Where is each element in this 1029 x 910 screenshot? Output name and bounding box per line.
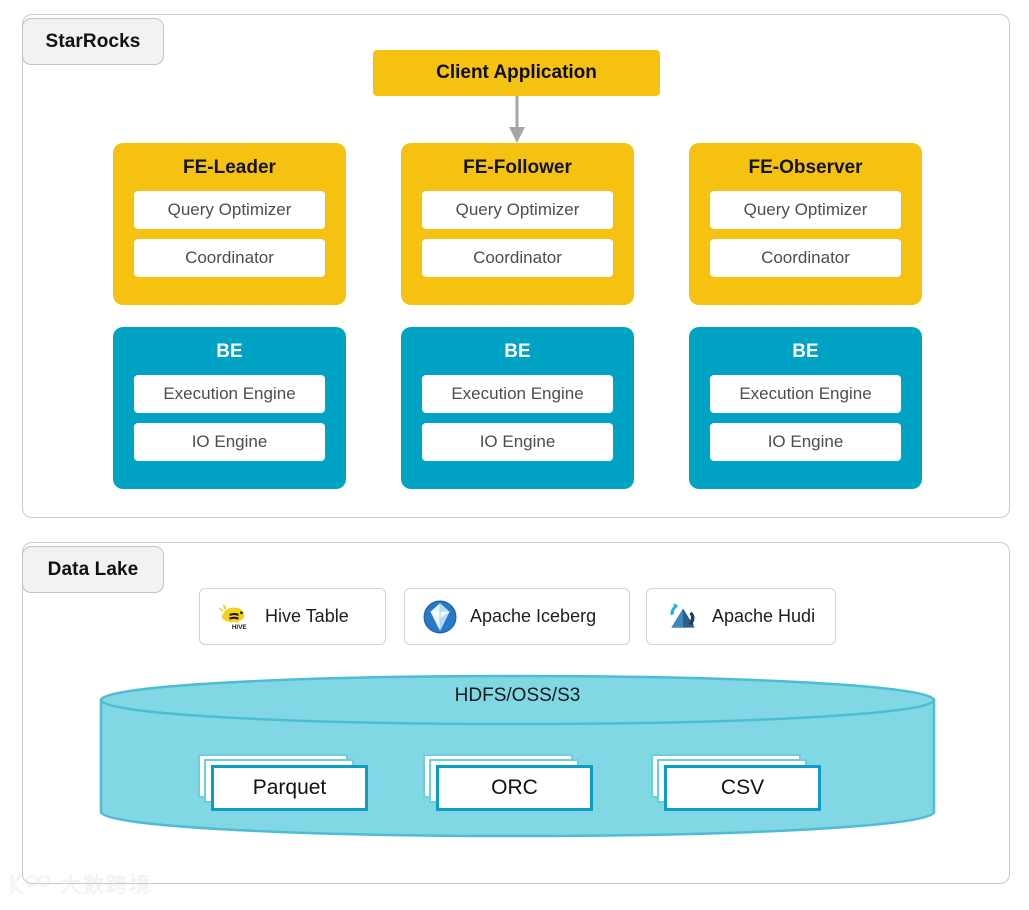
node-title: BE [216, 341, 243, 362]
apache-hudi-chip: Apache Hudi [646, 588, 836, 645]
starrocks-panel-label: StarRocks [22, 18, 164, 65]
orc-file-stack: ORC [423, 754, 593, 811]
execution-engine-card: Execution Engine [134, 375, 325, 413]
node-title: FE-Observer [748, 157, 863, 178]
coordinator-card: Coordinator [422, 239, 613, 277]
orc-file-box: ORC [436, 765, 593, 811]
query-optimizer-card: Query Optimizer [422, 191, 613, 229]
query-optimizer-card: Query Optimizer [134, 191, 325, 229]
chip-label: Apache Iceberg [470, 606, 597, 626]
node-title: BE [792, 341, 819, 362]
fe-follower-node: FE-Follower Query Optimizer Coordinator [401, 143, 634, 305]
svg-text:HIVE: HIVE [232, 624, 247, 631]
watermark: 大数跨境 [8, 869, 152, 899]
hive-table-chip: HIVE Hive Table [199, 588, 386, 645]
node-title: BE [504, 341, 531, 362]
parquet-file-stack: Parquet [198, 754, 368, 811]
hive-logo-icon: HIVE [218, 603, 247, 631]
fe-leader-node: FE-Leader Query Optimizer Coordinator [113, 143, 346, 305]
iceberg-logo-icon [423, 600, 457, 633]
coordinator-card: Coordinator [134, 239, 325, 277]
k100-logo-icon [10, 872, 51, 896]
execution-engine-card: Execution Engine [422, 375, 613, 413]
datalake-panel-label: Data Lake [22, 546, 164, 593]
storage-label: HDFS/OSS/S3 [454, 685, 581, 706]
query-optimizer-card: Query Optimizer [710, 191, 901, 229]
apache-iceberg-chip: Apache Iceberg [404, 588, 630, 645]
down-arrow-icon [505, 96, 529, 144]
coordinator-card: Coordinator [710, 239, 901, 277]
execution-engine-card: Execution Engine [710, 375, 901, 413]
csv-file-stack: CSV [651, 754, 821, 811]
io-engine-card: IO Engine [710, 423, 901, 461]
hudi-logo-icon [670, 602, 695, 628]
chip-label: Apache Hudi [712, 606, 816, 626]
io-engine-card: IO Engine [422, 423, 613, 461]
watermark-text: 大数跨境 [60, 874, 152, 897]
be-node-2: BE Execution Engine IO Engine [401, 327, 634, 489]
parquet-file-box: Parquet [211, 765, 368, 811]
be-node-1: BE Execution Engine IO Engine [113, 327, 346, 489]
io-engine-card: IO Engine [134, 423, 325, 461]
node-title: FE-Leader [183, 157, 276, 178]
client-application-box: Client Application [373, 50, 660, 96]
fe-observer-node: FE-Observer Query Optimizer Coordinator [689, 143, 922, 305]
node-title: FE-Follower [463, 157, 572, 178]
be-node-3: BE Execution Engine IO Engine [689, 327, 922, 489]
csv-file-box: CSV [664, 765, 821, 811]
chip-label: Hive Table [265, 606, 349, 626]
